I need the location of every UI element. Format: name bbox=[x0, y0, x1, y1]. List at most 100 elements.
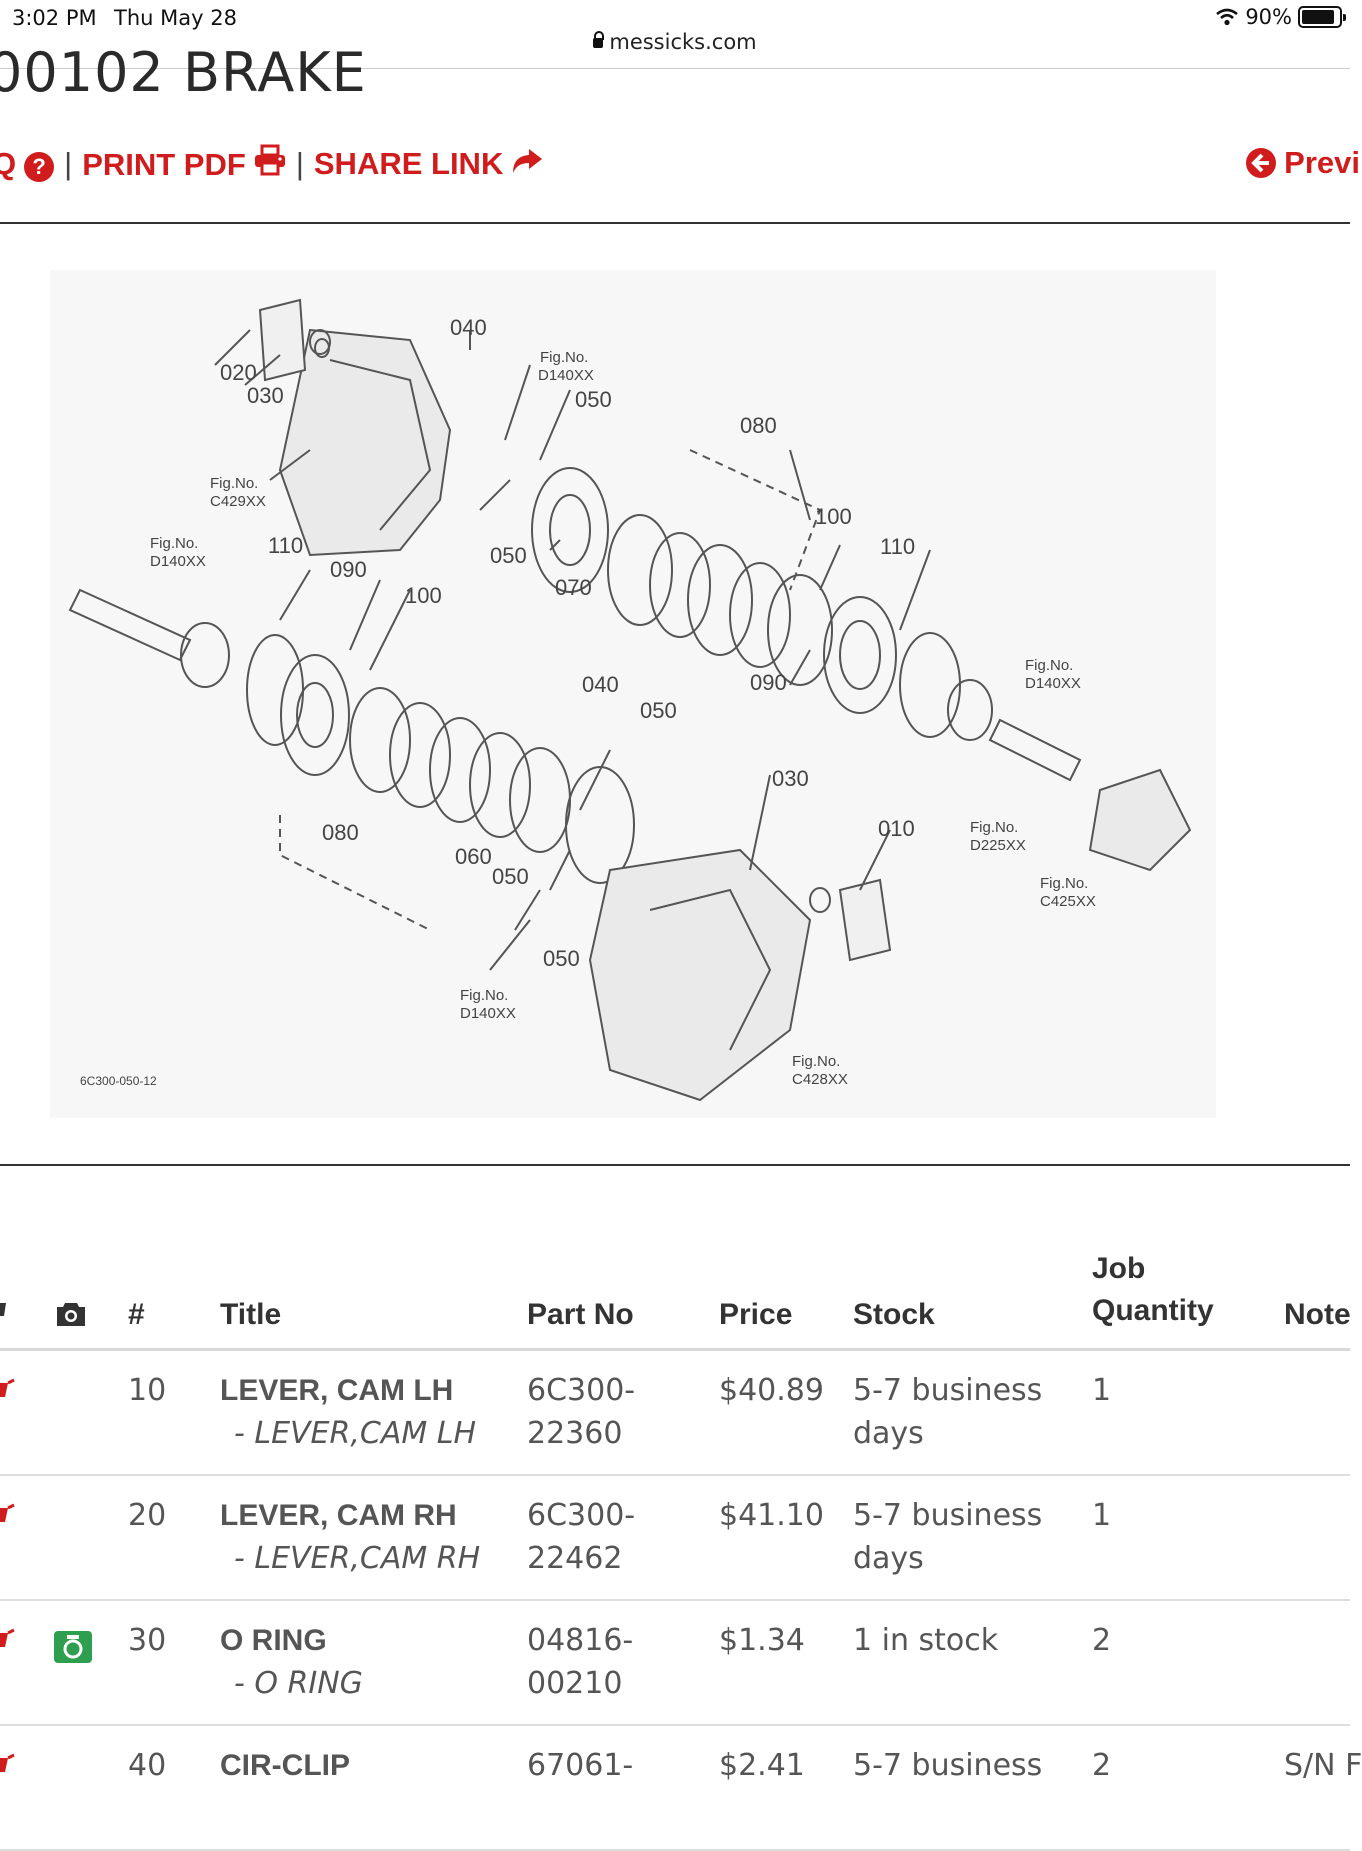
row-title[interactable]: LEVER, CAM LH - LEVER,CAM LH bbox=[220, 1369, 520, 1455]
part-subtitle: - O RING bbox=[234, 1666, 363, 1701]
job-quantity: 2 bbox=[1092, 1748, 1112, 1783]
fig-ref: D225XX bbox=[970, 837, 1026, 854]
fig-ref: Fig.No. bbox=[1040, 875, 1088, 892]
row-number: 20 bbox=[128, 1498, 167, 1533]
header-divider bbox=[0, 1348, 1350, 1351]
fig-ref: Fig.No. bbox=[540, 349, 588, 366]
fig-ref: D140XX bbox=[538, 367, 594, 384]
fig-ref: Fig.No. bbox=[970, 819, 1018, 836]
row-number: 30 bbox=[128, 1623, 167, 1658]
callout: 020 bbox=[220, 360, 257, 385]
col-number: # bbox=[128, 1298, 145, 1331]
print-pdf-link[interactable]: PRINT PDF bbox=[82, 144, 286, 183]
part-subtitle: - LEVER,CAM LH bbox=[234, 1416, 477, 1451]
add-to-cart-icon[interactable] bbox=[0, 1378, 16, 1407]
photo-icon[interactable] bbox=[54, 1631, 92, 1663]
section-divider bbox=[0, 222, 1350, 224]
exploded-view: 020 030 040 050 080 050 070 100 110 110 … bbox=[68, 298, 1192, 1102]
callout: 050 bbox=[492, 864, 529, 889]
job-quantity: 1 bbox=[1092, 1498, 1112, 1533]
col-price: Price bbox=[719, 1298, 793, 1331]
drawing-id: 6C300-050-12 bbox=[80, 1074, 157, 1088]
callout: 060 bbox=[455, 844, 492, 869]
row-divider bbox=[0, 1849, 1350, 1851]
part-note: S/N F bbox=[1284, 1748, 1362, 1783]
fig-ref: Fig.No. bbox=[792, 1053, 840, 1070]
cart-icon bbox=[0, 1303, 6, 1316]
url-text: messicks.com bbox=[609, 30, 757, 54]
callout: 100 bbox=[815, 504, 852, 529]
faq-link[interactable]: Q? bbox=[0, 146, 55, 182]
part-subtitle: - LEVER,CAM RH bbox=[234, 1541, 481, 1576]
part-title[interactable]: LEVER, CAM LH bbox=[220, 1374, 454, 1407]
lock-icon bbox=[593, 31, 605, 48]
status-date: Thu May 28 bbox=[114, 6, 237, 30]
callout: 070 bbox=[555, 575, 592, 600]
callout: 040 bbox=[582, 672, 619, 697]
row-divider bbox=[0, 1724, 1350, 1726]
share-link[interactable]: SHARE LINK bbox=[314, 146, 543, 182]
row-title[interactable]: O RING - O RING bbox=[220, 1619, 520, 1705]
part-price: $2.41 bbox=[719, 1748, 805, 1783]
callout: 040 bbox=[450, 315, 487, 340]
printer-icon bbox=[254, 144, 285, 176]
fig-ref: Fig.No. bbox=[1025, 657, 1073, 674]
question-icon: ? bbox=[24, 152, 55, 182]
callout: 100 bbox=[405, 583, 442, 608]
fig-ref: Fig.No. bbox=[460, 987, 508, 1004]
callout: 080 bbox=[322, 820, 359, 845]
job-quantity: 1 bbox=[1092, 1373, 1112, 1408]
part-title[interactable]: CIR-CLIP bbox=[220, 1749, 350, 1782]
section-divider bbox=[0, 1164, 1350, 1166]
parts-diagram: 020 030 040 050 080 050 070 100 110 110 … bbox=[50, 270, 1216, 1118]
part-number: 6C300-22360 bbox=[527, 1373, 636, 1451]
col-title: Title bbox=[220, 1298, 282, 1331]
callout: 030 bbox=[772, 766, 809, 791]
fig-ref: Fig.No. bbox=[210, 475, 258, 492]
part-title[interactable]: LEVER, CAM RH bbox=[220, 1499, 457, 1532]
part-price: $1.34 bbox=[719, 1623, 805, 1658]
part-title[interactable]: O RING bbox=[220, 1624, 327, 1657]
callout: 090 bbox=[750, 670, 787, 695]
callout: 090 bbox=[330, 557, 367, 582]
separator: | bbox=[295, 146, 304, 181]
callout: 110 bbox=[880, 534, 915, 559]
page-title: 00102 BRAKE bbox=[0, 41, 367, 104]
add-to-cart-icon[interactable] bbox=[0, 1628, 16, 1657]
add-to-cart-icon[interactable] bbox=[0, 1753, 16, 1782]
battery-percent: 90% bbox=[1245, 5, 1292, 29]
status-bar: 3:02 PM Thu May 28 90% bbox=[0, 0, 1350, 34]
callout: 010 bbox=[878, 816, 915, 841]
action-bar: Q? | PRINT PDF | SHARE LINK bbox=[0, 144, 543, 183]
row-divider bbox=[0, 1599, 1350, 1601]
url-bar[interactable]: messicks.com bbox=[0, 30, 1350, 54]
part-number: 04816-00210 bbox=[527, 1623, 634, 1701]
previous-link[interactable]: Previ bbox=[1246, 145, 1360, 181]
table-row: 30 O RING - O RING 04816-00210 $1.34 1 i… bbox=[0, 1601, 1350, 1726]
part-number: 67061- bbox=[527, 1748, 634, 1783]
add-to-cart-icon[interactable] bbox=[0, 1503, 16, 1532]
fig-ref: Fig.No. bbox=[150, 535, 198, 552]
part-price: $40.89 bbox=[719, 1373, 824, 1408]
battery-icon bbox=[1298, 6, 1346, 28]
callout: 050 bbox=[543, 946, 580, 971]
col-stock: Stock bbox=[853, 1298, 935, 1331]
row-divider bbox=[0, 1474, 1350, 1476]
job-quantity: 2 bbox=[1092, 1623, 1112, 1658]
stock-status: 1 in stock bbox=[853, 1623, 999, 1658]
row-title[interactable]: CIR-CLIP bbox=[220, 1744, 520, 1787]
arrow-left-circle-icon bbox=[1246, 148, 1277, 178]
callout: 030 bbox=[247, 383, 284, 408]
row-title[interactable]: LEVER, CAM RH - LEVER,CAM RH bbox=[220, 1494, 520, 1580]
fig-ref: D140XX bbox=[1025, 675, 1081, 692]
callout: 050 bbox=[575, 387, 612, 412]
callout: 080 bbox=[740, 413, 777, 438]
col-notes: Note bbox=[1284, 1298, 1351, 1331]
table-row: 40 CIR-CLIP 67061- $2.41 5-7 business 2 … bbox=[0, 1726, 1362, 1851]
callout: 050 bbox=[490, 543, 527, 568]
part-price: $41.10 bbox=[719, 1498, 824, 1533]
separator: | bbox=[64, 146, 73, 181]
